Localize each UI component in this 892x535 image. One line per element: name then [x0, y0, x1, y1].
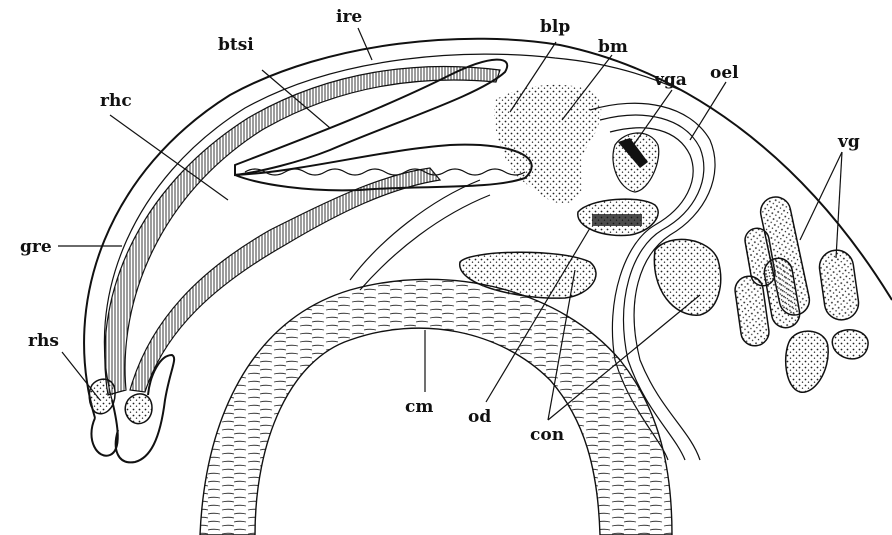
label-vg: vg	[837, 132, 860, 152]
leader-rhs	[62, 352, 100, 400]
label-btsi: btsi	[218, 35, 254, 55]
leader-ire	[358, 28, 372, 60]
brain-mass	[494, 85, 601, 204]
label-rhs: rhs	[28, 331, 59, 351]
label-ire: ire	[336, 7, 362, 27]
label-bm: bm	[598, 37, 628, 57]
label-gre: gre	[20, 237, 52, 257]
vg-lobes	[733, 194, 868, 392]
circular-muscle	[200, 279, 672, 535]
label-vga: vga	[653, 70, 687, 90]
label-rhc: rhc	[100, 91, 132, 111]
label-oel: oel	[710, 63, 739, 83]
cerebral-organ-right	[654, 239, 720, 315]
leader-oel	[690, 82, 726, 140]
leader-vg-a	[800, 152, 842, 240]
label-con: con	[530, 425, 564, 445]
oral-duct-cells	[592, 214, 642, 226]
label-blp: blp	[540, 17, 570, 37]
rhs-mass-right	[125, 394, 152, 424]
rhs-mass-left	[89, 379, 115, 414]
label-cm: cm	[405, 397, 433, 417]
leader-vg-b	[836, 152, 842, 258]
label-od: od	[468, 407, 491, 427]
